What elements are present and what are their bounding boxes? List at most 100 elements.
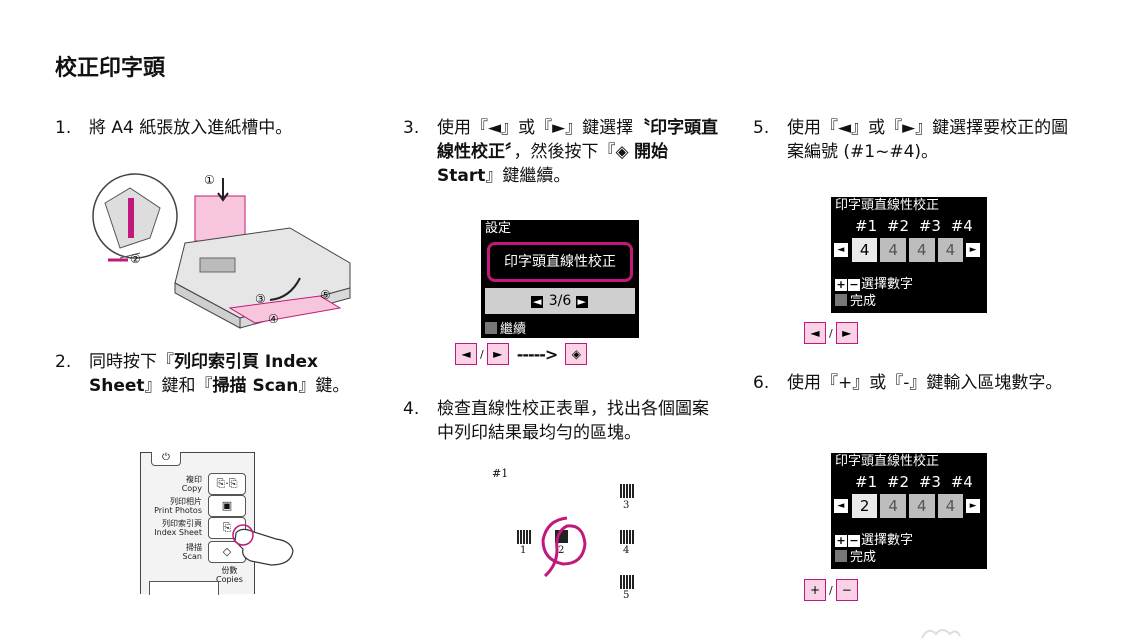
lcd-header: 印字頭直線性校正 [835,454,940,469]
lcd-pattern-screen-b: 印字頭直線性校正 #1 #2 #3 #4 ◄ 2 4 4 4 ► +−選擇數字 … [831,453,987,569]
block-number-2: 2 [558,545,565,556]
step-text: 將 A4 紙張放入進紙槽中。 [89,118,293,138]
printer-illustration: ① ② ③ ④ ⑤ [90,168,370,338]
value-3: 4 [909,238,935,262]
left-arrow-icon: ◄ [834,499,848,513]
step-number: 4. [403,399,420,419]
callout-3: ③ [255,292,266,306]
selection-circle-mark [541,516,587,578]
pattern-block-4 [620,530,634,544]
col-2: #2 [886,473,910,491]
left-key: ◄ [455,343,477,365]
left-arrow-icon: ◄ [834,243,848,257]
start-diamond-icon [835,550,847,562]
lcd-values-row: ◄ 4 4 4 4 ► [834,238,984,262]
value-2: 4 [880,494,906,518]
step-5: 5. 使用『◄』或『►』鍵選擇要校正的圖案編號 (#1~#4)。 [753,116,1073,164]
pattern-block-1 [517,530,531,544]
plus-icon: + [835,278,847,291]
value-1: 4 [851,238,878,262]
lcd-columns: #1 #2 #3 #4 [855,473,973,491]
right-key: ► [486,343,509,365]
slash: / [480,347,484,361]
lcd-header: 印字頭直線性校正 [835,198,940,213]
value-3: 4 [909,494,935,518]
step-text: 使用『◄』或『►』鍵選擇要校正的圖案編號 (#1~#4)。 [787,118,1069,162]
step-text-post: 』鍵繼續。 [485,166,571,186]
right-arrow-icon: ► [966,499,980,513]
left-key: ◄ [804,322,826,344]
pattern-block-3 [620,484,634,498]
photo-icon: ▣ [208,495,246,517]
block-number-1: 1 [520,545,527,556]
minus-icon: − [848,278,860,291]
col-4: #4 [950,473,973,491]
slash: / [829,326,833,340]
copy-icon: ⎘·⎘ [208,473,246,495]
block-number-3: 3 [623,500,630,511]
lcd-frame [149,581,219,595]
lcd-pager: ◄ 3/6 ► [485,288,635,314]
step-number: 3. [403,118,420,138]
step-text-mid: ，然後按下『◈ [513,142,629,162]
lcd-columns: #1 #2 #3 #4 [855,217,973,235]
value-4: 4 [937,238,964,262]
right-arrow-icon: ► [966,243,980,257]
alignment-pattern-sheet: #1 1 2 3 4 5 [490,465,650,605]
nav-keys-row: ◄ / ► -----> ◈ [455,343,588,365]
lcd-line-done: 完成 [835,290,876,309]
value-1: 2 [851,494,878,518]
lcd-line-done: 完成 [835,546,876,565]
pattern-label: #1 [492,467,509,480]
done-text: 完成 [850,550,877,565]
col-4: #4 [950,217,973,235]
lcd-line-select: +−選擇數字 [835,529,913,548]
plus-minus-keys-row: + / − [804,579,858,601]
decorative-scribble-icon [921,629,961,639]
select-number-text: 選擇數字 [861,533,914,548]
col-3: #3 [918,217,941,235]
lcd-menu-item: 印字頭直線性校正 [487,242,633,282]
start-key: ◈ [565,343,588,365]
step-number: 2. [55,352,72,372]
menu-item-name: 〝印字頭直線性校正〞 [437,118,719,162]
step-text-pre: 使用『◄』或『►』鍵選擇 [437,118,634,138]
callout-5: ⑤ [320,288,331,302]
step-number: 1. [55,118,72,138]
power-icon: ⏻ [151,452,181,466]
callout-2: ② [130,252,141,266]
lcd-pattern-screen-a: 印字頭直線性校正 #1 #2 #3 #4 ◄ 4 4 4 4 ► +−選擇數字 … [831,197,987,313]
lcd-header: 設定 [485,221,512,236]
pattern-block-5 [620,575,634,589]
slash: / [829,583,833,597]
left-arrow-icon: ◄ [531,295,544,308]
step-6: 6. 使用『+』或『-』鍵輸入區塊數字。 [753,371,1073,395]
plus-key: + [804,579,826,601]
col-1: #1 [855,473,878,491]
scan-icon: ◇ [208,541,246,563]
hand-icon [232,524,294,566]
select-number-text: 選擇數字 [861,277,914,292]
minus-icon: − [848,534,860,547]
step-3: 3. 使用『◄』或『►』鍵選擇〝印字頭直線性校正〞，然後按下『◈ 開始 Star… [403,116,723,188]
block-number-5: 5 [623,590,630,601]
lr-keys-row: ◄ / ► [804,322,858,344]
callout-1: ① [204,173,215,187]
step-1: 1. 將 A4 紙張放入進紙槽中。 [55,116,345,140]
col-1: #1 [855,217,878,235]
right-key: ► [835,322,858,344]
page-title: 校正印字頭 [55,56,166,81]
done-text: 完成 [850,294,877,309]
start-diamond-icon [485,322,497,334]
lcd-line-select: +−選擇數字 [835,273,913,292]
step-text-post: 』鍵。 [298,376,350,396]
lcd-footer-text: 繼續 [500,322,527,337]
step-number: 6. [753,373,770,393]
scan-key-label: 掃描 Scan [212,376,299,396]
value-4: 4 [937,494,964,518]
